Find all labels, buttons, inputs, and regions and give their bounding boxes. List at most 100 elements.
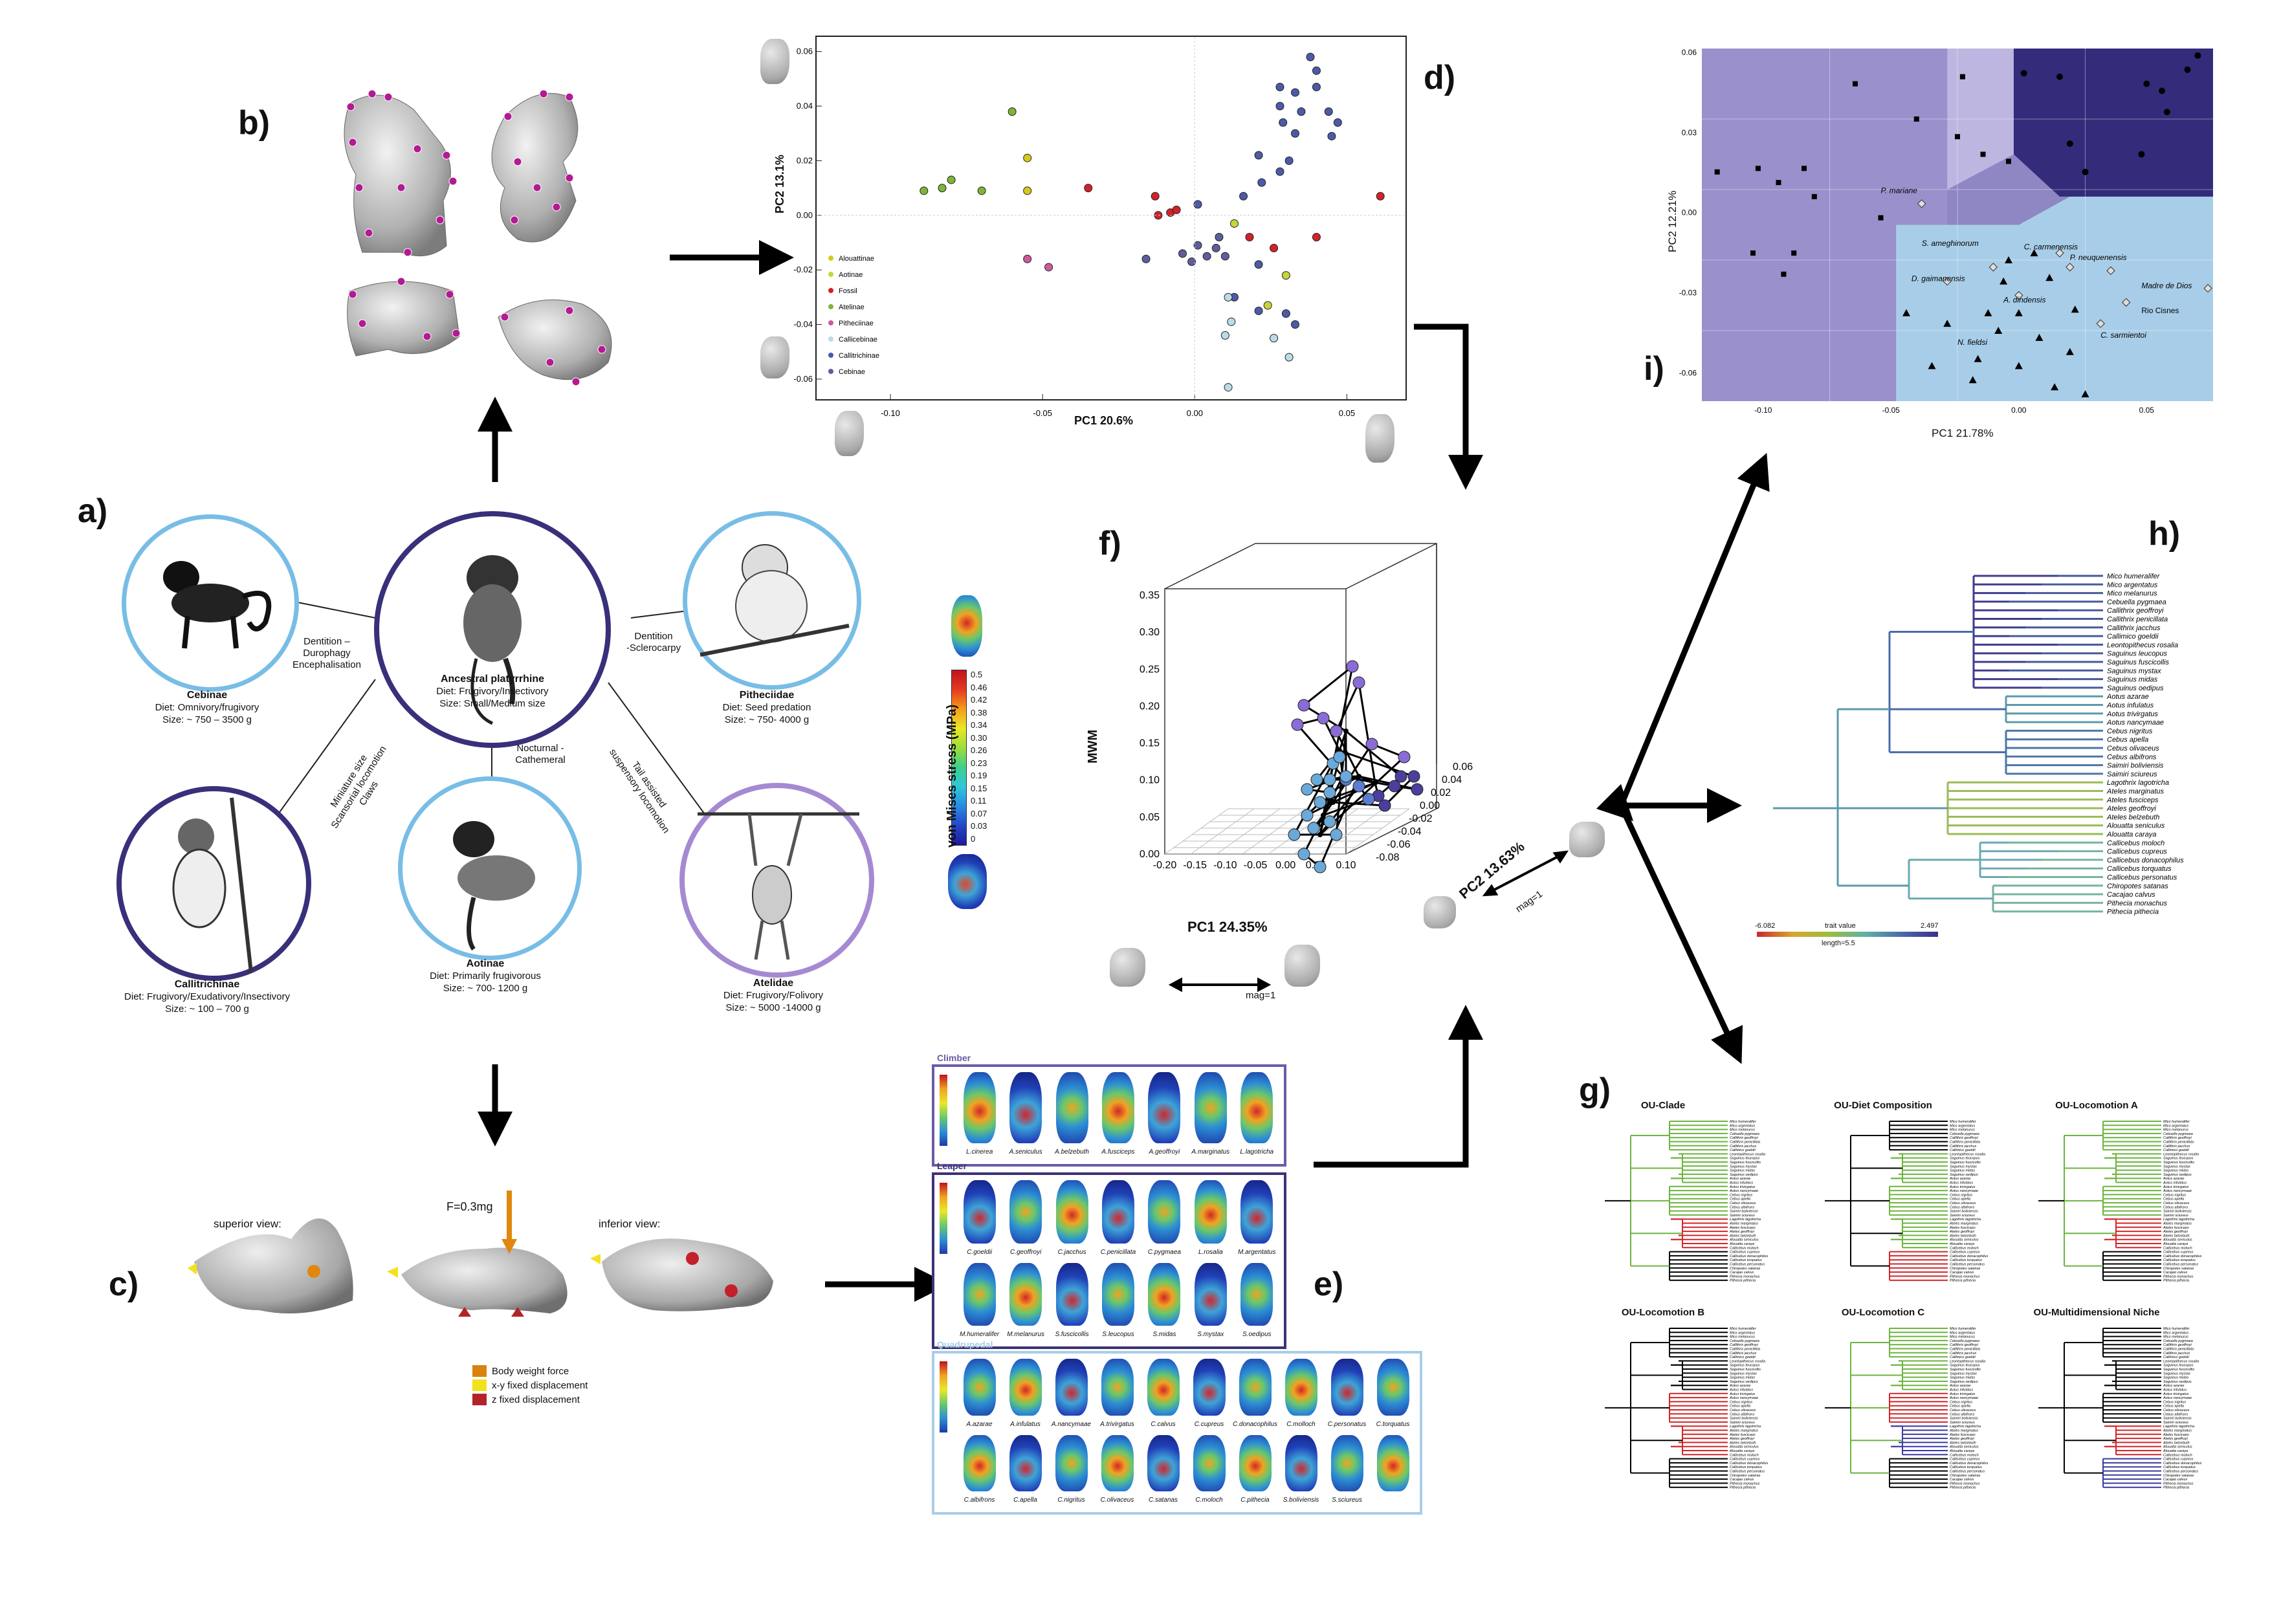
svg-text:Cebuella pygmaea: Cebuella pygmaea bbox=[1950, 1132, 1979, 1136]
legend-label-xy-fixed: x-y fixed displacement bbox=[492, 1379, 588, 1391]
fe-stress-model bbox=[1194, 1262, 1227, 1326]
trait-max: 2.497 bbox=[1921, 922, 1939, 930]
svg-text:Ateles belzebuth: Ateles belzebuth bbox=[1729, 1234, 1756, 1238]
svg-text:Ateles marginatus: Ateles marginatus bbox=[1949, 1429, 1978, 1433]
svg-text:Mico melanurus: Mico melanurus bbox=[1730, 1335, 1755, 1339]
fe-species-label: A.azarae bbox=[966, 1420, 993, 1428]
fe-species-label: S.oedipus bbox=[1242, 1331, 1272, 1338]
svg-text:Saimiri boliviensis: Saimiri boliviensis bbox=[1730, 1210, 1758, 1214]
fe-stress-model bbox=[1055, 1359, 1088, 1416]
svg-text:Saguinus oedipus: Saguinus oedipus bbox=[1730, 1380, 1758, 1384]
stress-colorbar-tick: 0.11 bbox=[971, 796, 987, 806]
pca-point bbox=[1275, 167, 1284, 176]
svg-text:Ateles belzebuth: Ateles belzebuth bbox=[2163, 1234, 2190, 1238]
arrow-e-to-f bbox=[1314, 1005, 1483, 1168]
taxon-point bbox=[1339, 770, 1352, 783]
bone-shape-pc1-min bbox=[835, 411, 864, 456]
legend-item-z-fixed: z fixed displacement bbox=[472, 1394, 588, 1405]
lda-point-square bbox=[1776, 180, 1781, 186]
pca-ytick: -0.04 bbox=[793, 320, 813, 329]
svg-text:Chiropotes satanas: Chiropotes satanas bbox=[1950, 1267, 1981, 1271]
tree-tip-label: Callithrix jacchus bbox=[2107, 624, 2161, 632]
fe-stress-model bbox=[1194, 1072, 1227, 1143]
legend-swatch-body-weight bbox=[472, 1365, 487, 1377]
svg-text:Cebus nigritus: Cebus nigritus bbox=[1950, 1193, 1972, 1197]
svg-text:Aotus azarae: Aotus azarae bbox=[2163, 1177, 2184, 1181]
lda-point-triangle bbox=[2071, 305, 2079, 313]
svg-text:Saguinus mystax: Saguinus mystax bbox=[1730, 1372, 1757, 1376]
atelidae-monkey-drawing bbox=[698, 812, 859, 960]
lda-point-square bbox=[1853, 81, 1858, 87]
svg-text:Ateles fusciceps: Ateles fusciceps bbox=[2163, 1226, 2189, 1230]
arrow-f-to-i bbox=[1618, 453, 1770, 807]
lda-point-square bbox=[1714, 169, 1720, 175]
taxon-point bbox=[1378, 799, 1391, 812]
taxon-point bbox=[1288, 828, 1301, 841]
svg-text:Leontopithecus rosalia: Leontopithecus rosalia bbox=[1730, 1359, 1765, 1363]
mwm-tick: 0.15 bbox=[1140, 738, 1160, 749]
svg-text:Callimico goeldii: Callimico goeldii bbox=[2163, 1148, 2190, 1152]
fe-stress-model bbox=[963, 1180, 996, 1244]
svg-text:Alouatta seniculus: Alouatta seniculus bbox=[1949, 1238, 1979, 1242]
tree-length: length=5.5 bbox=[1822, 939, 1855, 947]
pca-point bbox=[1224, 383, 1233, 392]
mag-label-pc1: mag=1 bbox=[1246, 990, 1276, 1001]
ancestral-node bbox=[1372, 780, 1378, 785]
pca-xtick: 0.05 bbox=[1339, 408, 1355, 418]
svg-text:Callicebus cupreus: Callicebus cupreus bbox=[1730, 1251, 1760, 1255]
pc2-tick: -0.08 bbox=[1376, 852, 1400, 863]
bone-shape-pc2-min bbox=[760, 336, 789, 379]
lda-point-triangle bbox=[2045, 274, 2054, 281]
svg-text:Ateles geoffroyi: Ateles geoffroyi bbox=[1949, 1437, 1975, 1441]
svg-text:Cebus apella: Cebus apella bbox=[1730, 1405, 1750, 1409]
trait-min: -6.082 bbox=[1755, 922, 1776, 930]
svg-text:Cacajao calvus: Cacajao calvus bbox=[1950, 1271, 1974, 1275]
svg-text:Cebus albifrons: Cebus albifrons bbox=[1950, 1412, 1974, 1416]
fe-species-label: C.nigritus bbox=[1057, 1497, 1085, 1504]
fe-stress-model bbox=[1148, 1262, 1181, 1326]
svg-text:Saimiri boliviensis: Saimiri boliviensis bbox=[1950, 1210, 1978, 1214]
svg-text:Pithecia monachus: Pithecia monachus bbox=[1950, 1275, 1980, 1278]
fe-species-label: A.fusciceps bbox=[1101, 1148, 1135, 1156]
ou-model-title: OU-Locomotion B bbox=[1621, 1307, 1705, 1318]
fe-stress-model bbox=[1102, 1262, 1134, 1326]
lda-point-fossil bbox=[2096, 319, 2105, 328]
pca-point bbox=[1172, 205, 1181, 214]
svg-text:Mico humeralifer: Mico humeralifer bbox=[2163, 1120, 2190, 1124]
lda-ylabel: PC2 12.21% bbox=[1666, 190, 1679, 252]
stress-colorbar-tick: 0.19 bbox=[971, 771, 987, 780]
pca-point bbox=[1270, 334, 1279, 343]
pca-point bbox=[947, 175, 956, 184]
lda-fossil-label: P. mariane bbox=[1881, 186, 1918, 195]
fe-stress-model bbox=[1102, 1180, 1134, 1244]
tree-tip-label: Saguinus oedipus bbox=[2107, 685, 2164, 692]
svg-text:Callithrix jacchus: Callithrix jacchus bbox=[2163, 1352, 2190, 1355]
svg-text:Mico melanurus: Mico melanurus bbox=[2163, 1335, 2188, 1339]
pca-point bbox=[1227, 317, 1236, 326]
svg-text:Saguinus leucopus: Saguinus leucopus bbox=[2163, 1364, 2194, 1368]
aotinae-circle bbox=[398, 776, 582, 960]
svg-text:Ateles belzebuth: Ateles belzebuth bbox=[1949, 1234, 1976, 1238]
svg-text:Aotus infulatus: Aotus infulatus bbox=[1949, 1388, 1973, 1392]
fe-stress-model bbox=[1376, 1359, 1409, 1416]
ancestral-node bbox=[1343, 729, 1349, 734]
pca-point bbox=[1257, 178, 1266, 187]
tree-tip-label: Mico argentatus bbox=[2107, 581, 2158, 589]
force-label: F=0.3mg bbox=[446, 1200, 493, 1213]
edge-label-pitheciidae: Dentition -Sclerocarpy bbox=[618, 631, 689, 654]
fe-stress-model bbox=[1376, 1434, 1409, 1491]
tree-tip-label: Saimiri sciureus bbox=[2107, 771, 2157, 778]
svg-text:Ateles fusciceps: Ateles fusciceps bbox=[1729, 1226, 1756, 1230]
fe-stress-model bbox=[1193, 1359, 1226, 1416]
callitrichinae-size: Size: ~ 100 – 700 g bbox=[165, 1004, 249, 1015]
svg-text:Cebus nigritus: Cebus nigritus bbox=[1950, 1400, 1972, 1404]
legend-label-z-fixed: z fixed displacement bbox=[492, 1394, 580, 1405]
svg-text:Saguinus leucopus: Saguinus leucopus bbox=[1730, 1157, 1760, 1161]
svg-text:Saguinus mystax: Saguinus mystax bbox=[1950, 1165, 1977, 1169]
lda-point-fossil bbox=[2203, 283, 2212, 293]
